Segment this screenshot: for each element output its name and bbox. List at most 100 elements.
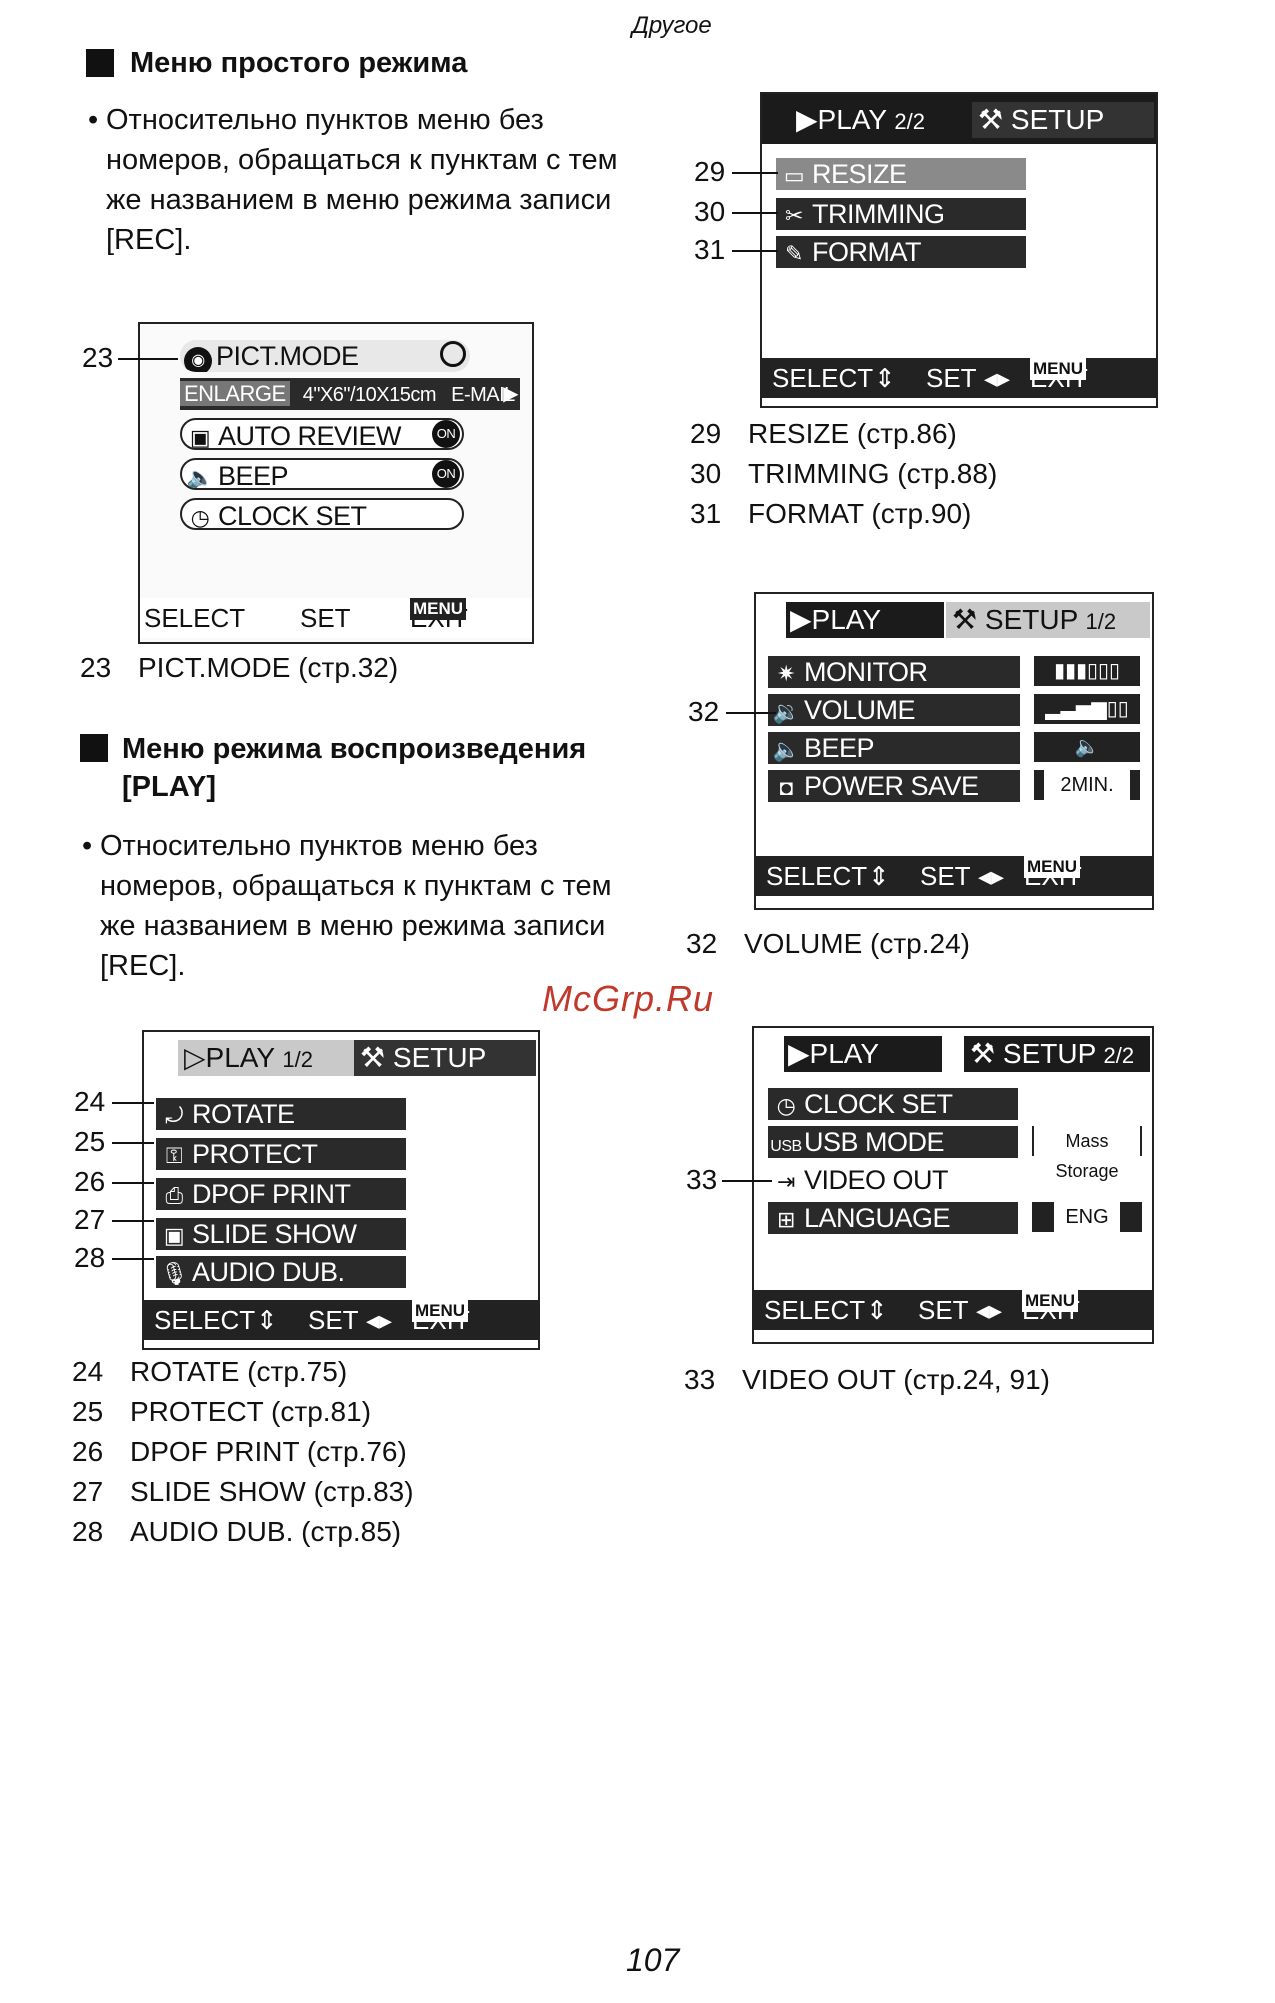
- play-icon: ▶: [788, 1038, 810, 1069]
- menu-item-language: ⊞LANGUAGE: [768, 1202, 1018, 1234]
- arrow-right-icon: ▶: [503, 383, 518, 405]
- tab-play: ▶PLAY: [786, 602, 944, 638]
- menu-item-video-out: ⇥VIDEO OUT: [768, 1164, 1018, 1196]
- review-icon: ▣: [189, 425, 211, 450]
- clock-icon: ◷: [776, 1093, 796, 1118]
- callout-line: [112, 1220, 154, 1222]
- bottom-bar: SELECT⇕ SET◂▸ EXIT MENU: [762, 358, 1156, 398]
- setup1-menu-screen: ▶PLAY ⚒ SETUP 1/2 ✷MONITOR 🔉VOLUME 🔈BEEP…: [754, 592, 1154, 910]
- language-value: ENG: [1032, 1202, 1142, 1232]
- menu-item-beep: 🔈BEEP: [768, 732, 1020, 764]
- menu-item-beep: 🔈BEEP ON: [180, 458, 464, 490]
- watermark: McGrp.Ru: [542, 978, 715, 1019]
- callout-line: [112, 1102, 154, 1104]
- callout-line: [112, 1142, 154, 1144]
- section-header: Другое: [632, 12, 712, 39]
- mode-indicator-icon: [440, 341, 466, 367]
- callout-28: 28: [74, 1242, 106, 1273]
- callout-line: [118, 358, 178, 360]
- tab-play: ▶PLAY: [784, 1036, 942, 1072]
- menu-item-format: ✎FORMAT: [776, 236, 1026, 268]
- format-icon: ✎: [785, 241, 803, 266]
- play-menu-screen: ▷PLAY 1/2 ⚒ SETUP ⤾ROTATE ⚿PROTECT ⎙DPOF…: [142, 1030, 540, 1350]
- callout-line: [732, 172, 778, 174]
- menu-item-trimming: ✂TRIMMING: [776, 198, 1026, 230]
- slideshow-icon: ▣: [163, 1223, 185, 1248]
- beep-level-icon: 🔈: [1034, 732, 1140, 762]
- callout-27: 27: [74, 1204, 106, 1235]
- page-number: 107: [626, 1942, 680, 1978]
- key-icon: ⚿: [165, 1143, 183, 1168]
- menu-item-pict-mode: ◉PICT.MODE: [180, 340, 470, 372]
- tab-setup: ⚒ SETUP: [354, 1040, 536, 1076]
- menu-item-clock-set: ◷CLOCK SET: [768, 1088, 1018, 1120]
- callout-26: 26: [74, 1166, 106, 1197]
- callout-line: [112, 1182, 154, 1184]
- play-icon: ▷: [184, 1042, 206, 1073]
- callout-25: 25: [74, 1126, 106, 1157]
- menu-item-enlarge: ENLARGE 4"X6"/10X15cm E-MAIL ▶: [180, 378, 520, 410]
- bottom-bar: SELECT⇕ SET◂▸ EXIT MENU: [144, 1300, 538, 1340]
- power-save-value: 2MIN.: [1034, 770, 1140, 800]
- callout-23: 23: [82, 342, 114, 373]
- menu-item-slide-show: ▣SLIDE SHOW: [156, 1218, 406, 1250]
- play-paragraph: •Относительно пунктов меню без номеров, …: [82, 830, 612, 982]
- bottom-bar: SELECT⇕ SET◂▸ EXIT MENU: [754, 1290, 1152, 1330]
- play-icon: ▶: [796, 104, 818, 135]
- callout-line: [112, 1258, 154, 1260]
- callout-31: 31: [694, 234, 726, 265]
- tab-setup: ⚒ SETUP: [972, 102, 1154, 138]
- speaker-icon: 🔈: [186, 465, 214, 490]
- print-icon: ⎙: [165, 1183, 183, 1208]
- scissors-icon: ✂: [785, 203, 803, 228]
- menu-item-auto-review: ▣AUTO REVIEW ON: [180, 418, 464, 450]
- heading-marker: [86, 49, 114, 77]
- usb-mode-value: Mass Storage: [1032, 1126, 1142, 1181]
- camera-sleep-icon: ◘: [779, 775, 793, 800]
- mic-icon: 🎙: [160, 1261, 188, 1286]
- setup-icon: ⚒: [978, 104, 1004, 135]
- volume-icon: 🔉: [772, 699, 800, 724]
- callout-line: [722, 1180, 772, 1182]
- callout-line: [726, 712, 776, 714]
- callout-line: [732, 212, 778, 214]
- heading-marker: [80, 734, 108, 762]
- menu-item-monitor: ✷MONITOR: [768, 656, 1020, 688]
- play-icon: ▶: [790, 604, 812, 635]
- clock-icon: ◷: [190, 505, 210, 530]
- menu-item-clock-set: ◷CLOCK SET: [180, 498, 464, 530]
- pict-mode-icon: ◉: [184, 347, 212, 372]
- simple-heading: Меню простого режима: [130, 47, 468, 79]
- callout-32: 32: [688, 696, 720, 727]
- on-badge: ON: [432, 460, 460, 488]
- tab-setup: ⚒ SETUP 2/2: [964, 1036, 1150, 1072]
- simple-menu-screen: ◉PICT.MODE ENLARGE 4"X6"/10X15cm E-MAIL …: [138, 322, 534, 644]
- setup-icon: ⚒: [952, 604, 978, 635]
- setup2-menu-screen: ▶PLAY ⚒ SETUP 2/2 ◷CLOCK SET USBUSB MODE…: [752, 1026, 1154, 1344]
- callout-24: 24: [74, 1086, 106, 1117]
- tab-play: ▷PLAY 1/2: [178, 1040, 354, 1076]
- speaker-icon: 🔈: [772, 737, 800, 762]
- simple-paragraph: •Относительно пунктов меню без номеров, …: [88, 104, 618, 256]
- language-icon: ⊞: [777, 1207, 795, 1232]
- menu-item-power-save: ◘POWER SAVE: [768, 770, 1020, 802]
- setup-icon: ⚒: [970, 1038, 996, 1069]
- menu-item-protect: ⚿PROTECT: [156, 1138, 406, 1170]
- video-out-icon: ⇥: [777, 1169, 795, 1194]
- callout-line: [732, 250, 778, 252]
- callout-30: 30: [694, 196, 726, 227]
- tab-setup: ⚒ SETUP 1/2: [946, 602, 1150, 638]
- setup-icon: ⚒: [360, 1042, 386, 1073]
- menu-item-audio-dub: 🎙AUDIO DUB.: [156, 1256, 406, 1288]
- rotate-icon: ⤾: [165, 1103, 183, 1128]
- menu-item-usb-mode: USBUSB MODE: [768, 1126, 1018, 1158]
- menu-item-volume: 🔉VOLUME: [768, 694, 1020, 726]
- monitor-level-bar: ▮▮▮▯▯▯: [1034, 656, 1140, 686]
- resize-icon: ▭: [783, 163, 805, 188]
- bottom-bar: SELECT⇕ SET◂▸ EXIT MENU: [756, 856, 1152, 896]
- volume-level-bar: ▂▃▅▆▯▯: [1034, 694, 1140, 724]
